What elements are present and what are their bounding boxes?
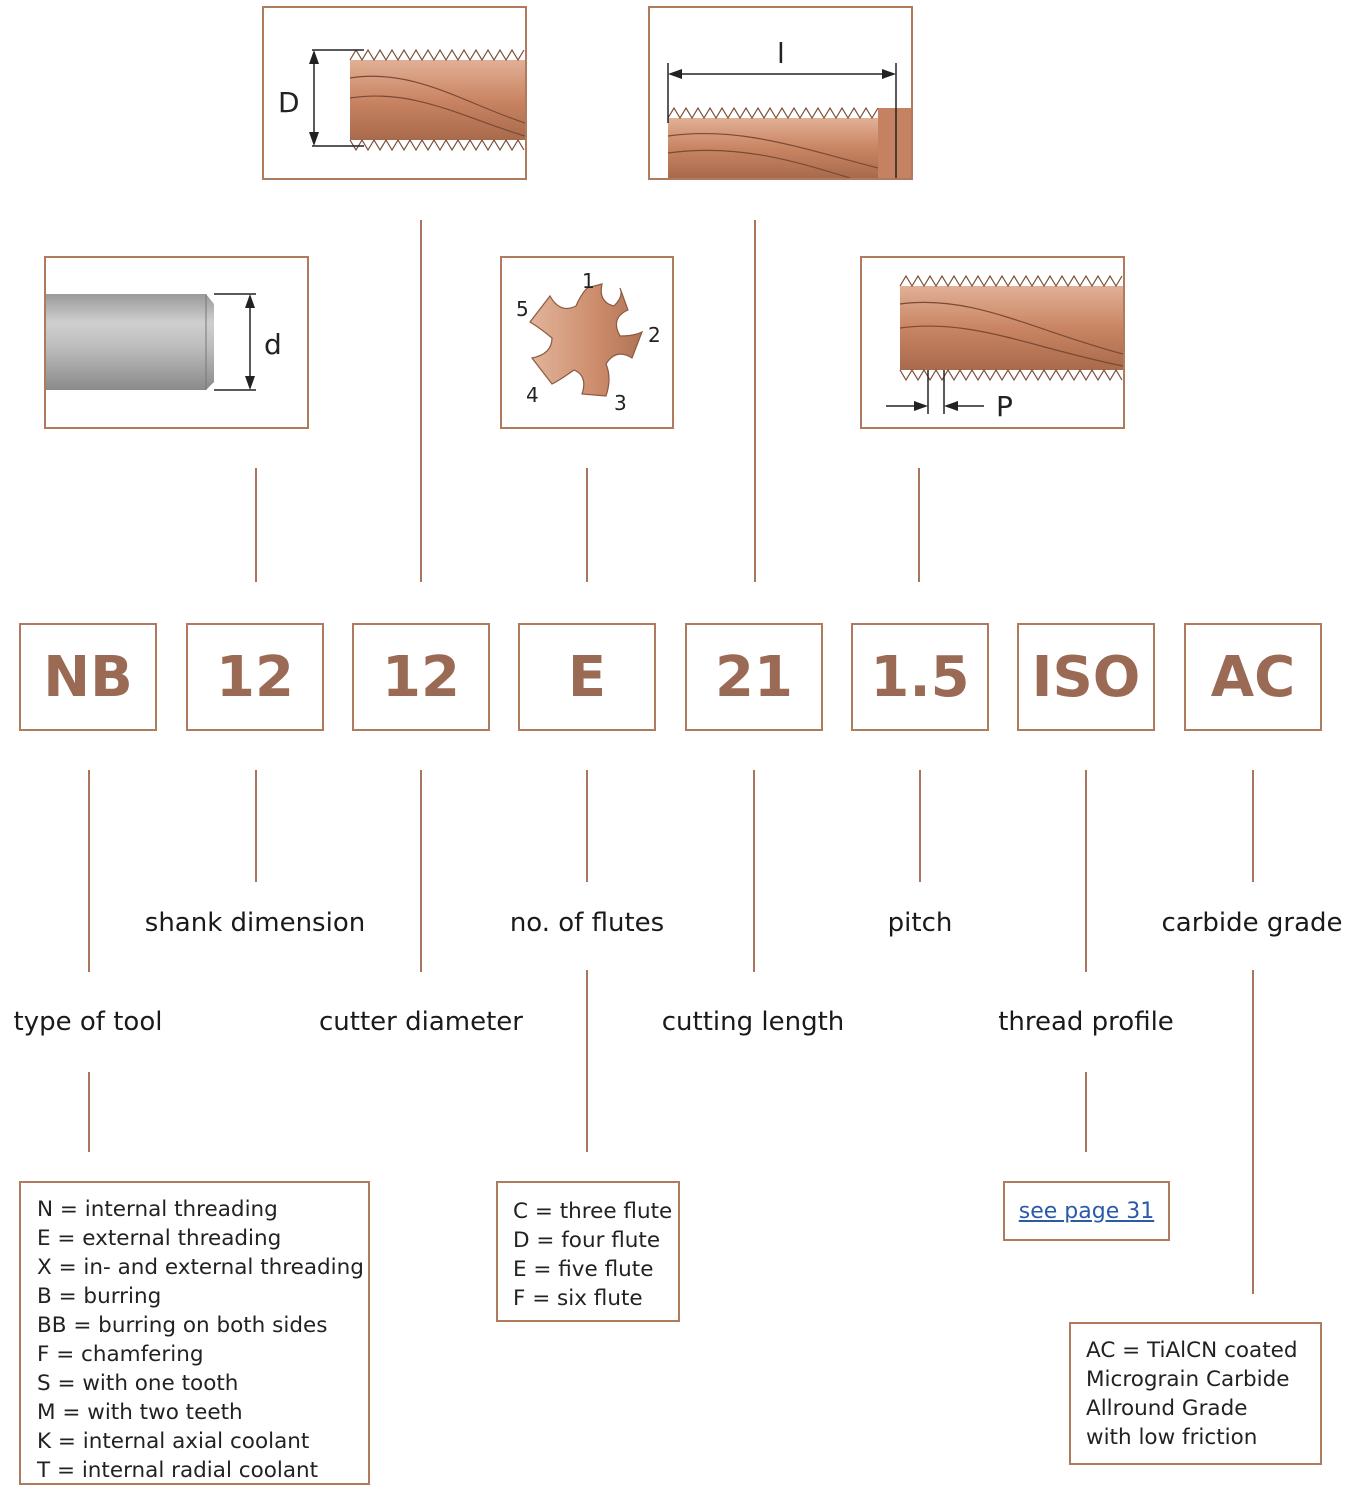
code-flutes: E bbox=[518, 623, 656, 731]
connector-grade-b bbox=[1252, 970, 1254, 1294]
legend-type-item: BB = burring on both sides bbox=[37, 1313, 328, 1338]
label-pitch: pitch bbox=[887, 908, 953, 938]
legend-grade-item: Allround Grade bbox=[1086, 1396, 1248, 1421]
code-cutter-diameter: 12 bbox=[352, 623, 490, 731]
connector-flutes-top bbox=[586, 468, 588, 582]
pitch-illustration: P bbox=[860, 256, 1125, 429]
connector-type-b bbox=[88, 1072, 90, 1152]
label-cutter-diameter: cutter diameter bbox=[319, 1007, 523, 1037]
symbol-p: P bbox=[996, 390, 1013, 423]
connector-shank-bottom bbox=[255, 770, 257, 882]
legend-type-of-tool: N = internal threading E = external thre… bbox=[19, 1181, 370, 1485]
legend-flutes-item: C = three flute bbox=[513, 1199, 673, 1224]
legend-type-item: X = in- and external threading bbox=[37, 1255, 364, 1280]
code-cutting-length: 21 bbox=[685, 623, 823, 731]
label-thread-profile: thread profile bbox=[998, 1007, 1174, 1037]
flutes-illustration: 1 2 3 4 5 bbox=[500, 256, 674, 429]
code-pitch: 1.5 bbox=[851, 623, 989, 731]
cutter-diameter-illustration: D bbox=[262, 6, 527, 180]
flute-number-1: 1 bbox=[582, 269, 595, 293]
label-shank-dimension: shank dimension bbox=[144, 908, 366, 938]
legend-flutes-item: D = four flute bbox=[513, 1228, 661, 1253]
flute-number-4: 4 bbox=[526, 383, 539, 407]
connector-thread-profile-b bbox=[1085, 1072, 1087, 1152]
label-carbide-grade: carbide grade bbox=[1161, 908, 1343, 938]
code-type: NB bbox=[19, 623, 157, 731]
symbol-l: l bbox=[777, 37, 785, 70]
connector-thread-profile-a bbox=[1085, 770, 1087, 972]
legend-type-item: S = with one tooth bbox=[37, 1371, 239, 1396]
label-no-of-flutes: no. of flutes bbox=[509, 908, 665, 938]
see-page-link[interactable]: see page 31 bbox=[1018, 1198, 1155, 1224]
connector-cutter-diameter-top bbox=[420, 220, 422, 582]
legend-grade-item: Micrograin Carbide bbox=[1086, 1367, 1290, 1392]
symbol-d-lower: d bbox=[264, 328, 282, 361]
connector-pitch-top bbox=[918, 468, 920, 582]
symbol-d-upper: D bbox=[278, 86, 300, 119]
label-cutting-length: cutting length bbox=[661, 1007, 845, 1037]
connector-type-a bbox=[88, 770, 90, 972]
legend-type-item: K = internal axial coolant bbox=[37, 1429, 310, 1454]
connector-cutting-length-bottom bbox=[753, 770, 755, 972]
code-thread-profile: ISO bbox=[1017, 623, 1155, 731]
label-type-of-tool: type of tool bbox=[13, 1007, 163, 1037]
flute-number-3: 3 bbox=[614, 391, 627, 415]
connector-grade-a bbox=[1252, 770, 1254, 882]
legend-type-item: F = chamfering bbox=[37, 1342, 204, 1367]
flute-number-5: 5 bbox=[516, 297, 529, 321]
legend-grade-item: with low friction bbox=[1086, 1425, 1258, 1450]
legend-type-item: M = with two teeth bbox=[37, 1400, 243, 1425]
legend-type-item: B = burring bbox=[37, 1284, 162, 1309]
shank-illustration: d bbox=[44, 256, 309, 429]
legend-flutes-item: F = six flute bbox=[513, 1286, 643, 1311]
connector-cutter-diameter-bottom bbox=[420, 770, 422, 972]
cutting-length-illustration: l bbox=[648, 6, 913, 180]
code-carbide-grade: AC bbox=[1184, 623, 1322, 731]
legend-type-item: T = internal radial coolant bbox=[37, 1458, 319, 1483]
legend-grade-item: AC = TiAlCN coated bbox=[1086, 1338, 1298, 1363]
code-shank: 12 bbox=[186, 623, 324, 731]
legend-type-item: E = external threading bbox=[37, 1226, 282, 1251]
connector-shank-top bbox=[255, 468, 257, 582]
legend-thread-profile: see page 31 bbox=[1003, 1181, 1170, 1241]
connector-pitch-bottom bbox=[919, 770, 921, 882]
legend-carbide-grade: AC = TiAlCN coated Micrograin Carbide Al… bbox=[1069, 1322, 1322, 1465]
connector-flutes-a bbox=[586, 770, 588, 882]
legend-type-item: N = internal threading bbox=[37, 1197, 278, 1222]
connector-cutting-length-top bbox=[754, 220, 756, 582]
legend-flutes-item: E = five flute bbox=[513, 1257, 654, 1282]
connector-flutes-b bbox=[586, 970, 588, 1152]
flute-number-2: 2 bbox=[648, 323, 661, 347]
legend-flutes: C = three flute D = four flute E = five … bbox=[496, 1181, 680, 1322]
